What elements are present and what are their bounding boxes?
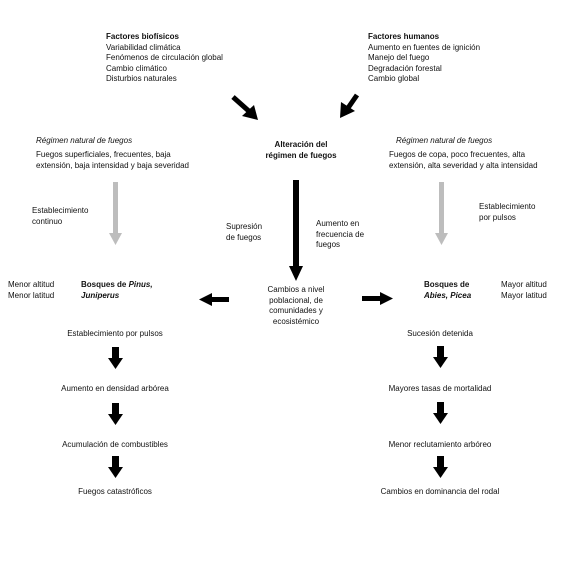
- changes-line: comunidades y: [269, 306, 323, 315]
- left-regime-desc-line: extensión, baja intensidad y baja severi…: [36, 160, 189, 170]
- left-altitude-line: Menor latitud: [8, 290, 55, 300]
- left-regime-desc-line: Fuegos superficiales, frecuentes, baja: [36, 150, 171, 159]
- increase-line: Aumento en: [316, 219, 360, 228]
- human-item: Aumento en fuentes de ignición: [368, 42, 481, 52]
- biophysical-factors: Factores biofísicos Variabilidad climáti…: [106, 32, 223, 85]
- left-altitude: Menor altitud Menor latitud: [8, 280, 54, 301]
- right-altitude-line: Mayor altitud: [501, 280, 547, 289]
- alteration-title-line: régimen de fuegos: [265, 150, 337, 160]
- arrow-right-chain-2: [433, 402, 448, 424]
- right-altitude: Mayor altitud Mayor latitud: [501, 280, 547, 301]
- changes-node: Cambios a nivel poblacional, de comunida…: [246, 285, 346, 327]
- arrow-human-to-alteration: [340, 93, 360, 118]
- pinus-forest-node: Bosques de Pinus, Juniperus: [81, 280, 153, 301]
- juniperus-genus: Juniperus: [81, 290, 120, 300]
- arrow-left-chain-1: [108, 347, 123, 369]
- right-chain-step-3: Menor reclutamiento arbóreo: [388, 440, 492, 449]
- right-chain-step-4: Cambios en dominancia del rodal: [380, 487, 500, 496]
- left-chain-step-1: Establecimiento por pulsos: [67, 329, 163, 338]
- alteration-title-line: Alteración del: [274, 140, 328, 149]
- left-chain-step-2: Aumento en densidad arbórea: [61, 384, 169, 393]
- left-chain-step-4: Fuegos catastróficos: [78, 487, 152, 496]
- changes-line: Cambios a nivel: [267, 285, 325, 294]
- arrow-alteration-to-changes: [289, 180, 303, 281]
- arrow-changes-to-pinus: [199, 293, 229, 306]
- arrow-right-regime-gray: [435, 182, 448, 245]
- increase-line: fuegos: [316, 240, 341, 249]
- arrow-left-chain-3: [108, 456, 123, 478]
- human-item: Cambio global: [368, 74, 420, 83]
- abies-forest-node: Bosques de Abies, Picea: [424, 280, 471, 301]
- arrow-right-chain-3: [433, 456, 448, 478]
- abies-forest-prefix: Bosques de: [424, 280, 470, 289]
- alteration-node: Alteración del régimen de fuegos: [246, 140, 356, 161]
- human-item: Manejo del fuego: [368, 53, 430, 62]
- right-regime-description: Fuegos de copa, poco frecuentes, alta ex…: [389, 150, 538, 171]
- abies-genus: Abies, Picea: [424, 290, 472, 300]
- suppression-line: de fuegos: [226, 232, 262, 242]
- suppression-label: Supresión de fuegos: [226, 222, 262, 243]
- right-establishment-line: por pulsos: [479, 212, 516, 222]
- changes-line: poblacional, de: [269, 295, 323, 305]
- biophysical-title: Factores biofísicos: [106, 32, 179, 41]
- right-regime-title: Régimen natural de fuegos: [396, 136, 493, 145]
- left-regime-description: Fuegos superficiales, frecuentes, baja e…: [36, 150, 189, 171]
- pinus-forest-prefix: Bosques de: [81, 280, 129, 289]
- right-regime-desc-line: Fuegos de copa, poco frecuentes, alta: [389, 150, 526, 159]
- human-title: Factores humanos: [368, 32, 440, 41]
- right-establishment-line: Establecimiento: [479, 202, 536, 211]
- biophysical-item: Variabilidad climática: [106, 42, 181, 52]
- left-establishment-line: continuo: [32, 216, 63, 226]
- arrow-left-regime-gray: [109, 182, 122, 245]
- right-regime-desc-line: extensión, alta severidad y alta intensi…: [389, 160, 538, 170]
- left-regime-title: Régimen natural de fuegos: [36, 136, 133, 145]
- left-chain-step-3: Acumulación de combustibles: [62, 440, 168, 449]
- arrow-left-chain-2: [108, 403, 123, 425]
- pinus-genus: Pinus,: [128, 280, 153, 289]
- right-altitude-line: Mayor latitud: [501, 290, 547, 300]
- left-establishment: Establecimiento continuo: [32, 206, 88, 227]
- biophysical-item: Fenómenos de circulación global: [106, 53, 223, 62]
- increase-label: Aumento en frecuencia de fuegos: [316, 219, 364, 251]
- right-establishment: Establecimiento por pulsos: [479, 202, 535, 223]
- arrow-biophysical-to-alteration: [231, 95, 258, 120]
- changes-line: ecosistémico: [272, 316, 320, 326]
- arrow-changes-to-abies: [362, 292, 393, 305]
- right-chain-step-2: Mayores tasas de mortalidad: [388, 384, 492, 393]
- suppression-line: Supresión: [226, 222, 263, 231]
- biophysical-item: Disturbios naturales: [106, 74, 177, 83]
- human-factors: Factores humanos Aumento en fuentes de i…: [368, 32, 480, 85]
- left-establishment-line: Establecimiento: [32, 206, 89, 215]
- arrow-right-chain-1: [433, 346, 448, 368]
- biophysical-item: Cambio climático: [106, 63, 167, 73]
- human-item: Degradación forestal: [368, 63, 442, 73]
- increase-line: frecuencia de: [316, 229, 365, 239]
- left-altitude-line: Menor altitud: [8, 280, 55, 289]
- right-chain-step-1: Sucesión detenida: [407, 329, 473, 338]
